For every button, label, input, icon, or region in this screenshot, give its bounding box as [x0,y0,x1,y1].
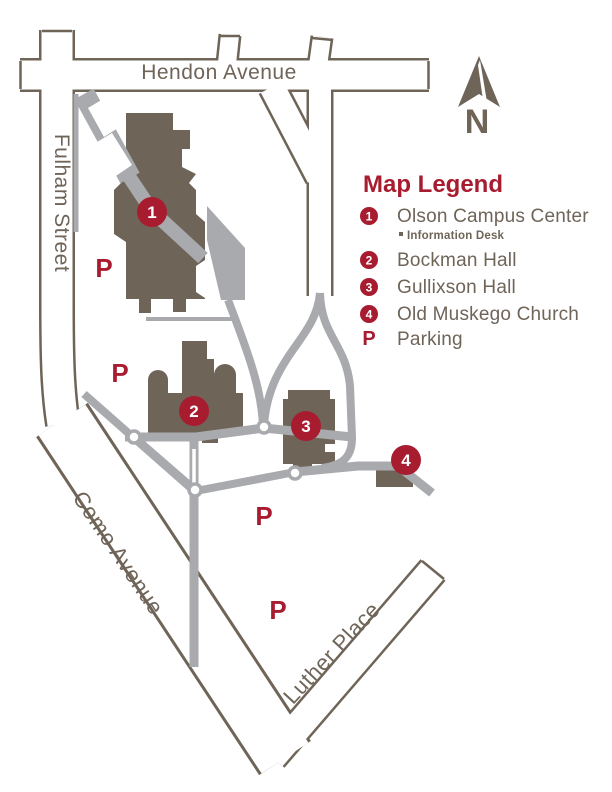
marker-2-circle [179,396,209,426]
legend-label-gullixson: Gullixson Hall [397,277,516,298]
map-marker-2: 2 [179,396,209,426]
map-marker-1: 1 [137,197,167,227]
legend-marker-2-number: 2 [366,254,373,268]
legend-marker-4-circle [360,305,378,323]
legend-parking-icon: P [362,328,375,350]
drive-sweep-mid [260,292,324,425]
marker-1-circle [137,197,167,227]
map-marker-4: 4 [391,445,421,475]
parking-icon-2: P [111,358,128,388]
legend-marker-2-circle [360,251,378,269]
drive-node-4 [287,465,303,481]
city-streets-surface [19,29,445,774]
drive-node-2 [187,482,203,498]
street-cap-stub-b [311,36,334,42]
legend-label-parking: Parking [397,329,463,350]
parking-icon-3: P [255,501,272,531]
legend-marker-3-number: 3 [366,281,373,295]
map-legend: Map Legend 1 Olson Campus Center Informa… [360,171,589,350]
marker-4-number: 4 [401,451,411,470]
map-markers: 1 2 3 4 [137,197,421,475]
parking-labels: P P P P [95,253,286,625]
north-label: N [465,103,490,141]
marker-3-circle [291,411,321,441]
legend-marker-3-circle [360,278,378,296]
street-label-hendon: Hendon Avenue [141,61,297,84]
marker-4-circle [391,445,421,475]
street-stub-a-surface [217,34,239,74]
plaza-island-2 [84,133,132,184]
north-arrow-icon [458,56,500,107]
legend-item-parking: P Parking [362,328,463,350]
information-desk-bullet [399,232,403,236]
legend-marker-1-circle [360,207,378,225]
legend-marker-1-number: 1 [366,210,373,224]
legend-label-muskego: Old Muskego Church [397,304,579,325]
legend-sublabel-information-desk: Information Desk [407,230,505,242]
street-cap-luther-end [421,560,445,580]
olson-east-terrace [207,206,245,300]
marker-1-number: 1 [147,203,156,222]
street-luther-surface [261,560,444,767]
legend-item-bockman: 2 Bockman Hall [360,250,517,271]
north-arrow: N [458,56,500,141]
drive-node-1 [126,429,142,445]
legend-marker-4-number: 4 [366,308,373,322]
drive-diagonal-1 [131,433,198,494]
legend-item-olson: 1 Olson Campus Center Information Desk [360,206,589,242]
building-bockman-hall [148,341,243,443]
parking-icon-1: P [95,253,112,283]
drive-diagonal-2 [195,468,296,495]
map-marker-3: 3 [291,411,321,441]
legend-title: Map Legend [363,171,503,198]
drive-node-3 [256,419,272,435]
street-label-fulham: Fulham Street [50,134,73,272]
legend-label-olson: Olson Campus Center [397,206,589,227]
parking-icon-4: P [269,595,286,625]
street-como-surface [38,404,309,774]
marker-3-number: 3 [301,417,310,436]
legend-item-muskego: 4 Old Muskego Church [360,304,579,325]
street-stub-b-surface [308,35,331,75]
legend-label-bockman: Bockman Hall [397,250,517,271]
marker-2-number: 2 [189,402,198,421]
north-arrow-slit [478,60,487,102]
drive-church [294,461,435,497]
drive-sweep-east [316,292,357,472]
plaza-island-1 [88,96,124,137]
street-fulham-surface [41,30,79,427]
legend-item-gullixson: 3 Gullixson Hall [360,277,516,298]
